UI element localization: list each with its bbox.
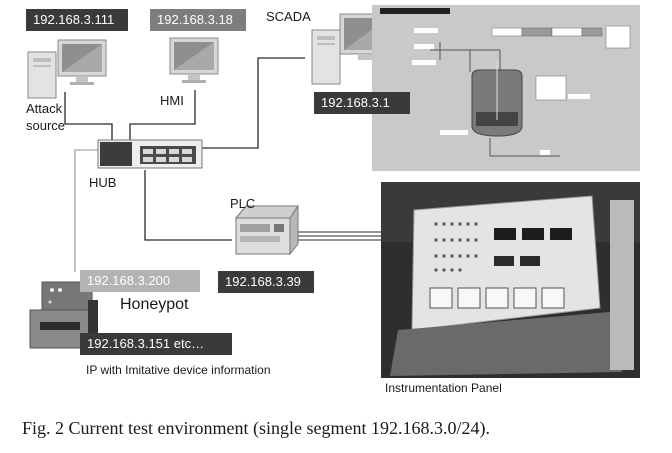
hmi-ip: 192.168.3.18 xyxy=(150,9,246,31)
link-hub-plc xyxy=(144,170,232,241)
plc-ip: 192.168.3.39 xyxy=(218,271,314,293)
link-attack-hub xyxy=(64,92,113,140)
honeypot-label: Honeypot xyxy=(120,296,189,313)
attack-source-label-line2: source xyxy=(26,118,66,133)
attack-source-computer-icon xyxy=(27,39,107,99)
link-hub-honeypot xyxy=(74,149,98,272)
plc-label: PLC xyxy=(230,196,256,211)
attack-source-label-line1: Attack xyxy=(26,101,63,116)
hmi-monitor-icon xyxy=(169,37,219,83)
attack-source-ip: 192.168.3.111 xyxy=(26,9,128,31)
instrumentation-panel-image xyxy=(381,182,640,378)
scada-screen-image xyxy=(372,5,640,171)
hmi-label: HMI xyxy=(160,93,184,108)
scada-label: SCADA xyxy=(266,9,311,24)
plc-device-icon xyxy=(234,204,299,256)
link-hmi-hub xyxy=(129,90,196,140)
scada-ip: 192.168.3.1 xyxy=(314,92,410,114)
honeypot-extra-ip: 192.168.3.151 etc… xyxy=(80,333,232,355)
figure-caption: Fig. 2 Current test environment (single … xyxy=(22,418,490,438)
instrumentation-panel-label: Instrumentation Panel xyxy=(385,381,502,395)
link-scada-hub xyxy=(200,57,305,149)
hub-device-icon xyxy=(97,139,203,169)
network-links xyxy=(64,57,305,241)
honeypot-ip: 192.168.3.200 xyxy=(80,270,200,292)
link-plc-panel xyxy=(290,231,385,241)
honeypot-description: IP with Imitative device information xyxy=(86,363,271,377)
hub-label: HUB xyxy=(89,175,117,190)
